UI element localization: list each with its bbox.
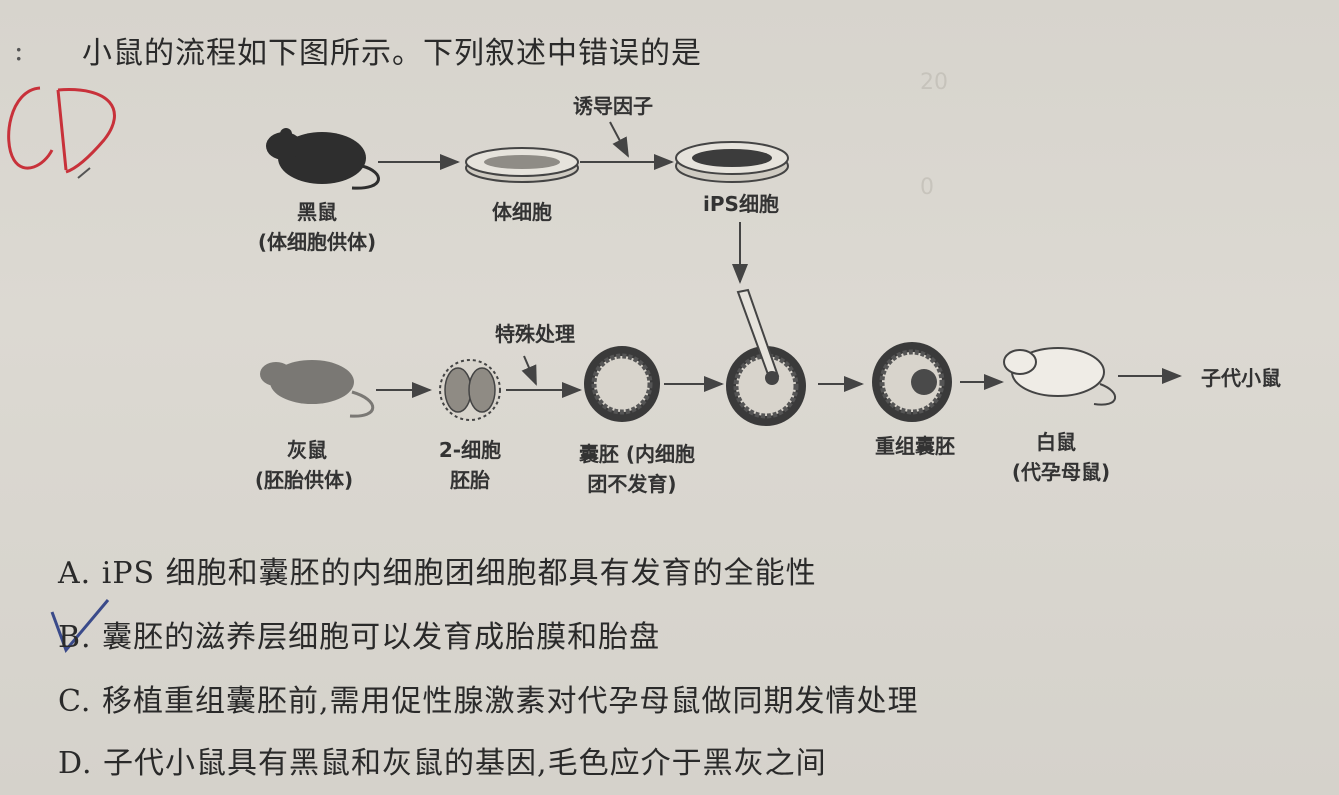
arrow (521, 355, 537, 386)
label-two-cell: 2-细胞 (438, 438, 502, 462)
label-somatic-cell: 体细胞 (492, 200, 552, 224)
label-ips-cell: iPS细胞 (703, 192, 779, 216)
question-stem: 小鼠的流程如下图所示。下列叙述中错误的是 (82, 36, 702, 71)
petri-dish-icon (675, 141, 789, 183)
gray-mouse-icon (260, 360, 375, 418)
option-b: B. 囊胚的滋养层细胞可以发育成胎膜和胎盘 (58, 620, 661, 655)
label-gray-mouse: 灰鼠 (287, 438, 327, 462)
label-embryo: 胚胎 (450, 468, 490, 492)
option-d: D. 子代小鼠具有黑鼠和灰鼠的基因,毛色应介于黑灰之间 (58, 746, 827, 781)
check-mark-icon (50, 599, 110, 653)
handwritten-answer-icon (7, 86, 116, 179)
label-blastocyst-note: 团不发育) (587, 472, 677, 496)
option-a: A. iPS 细胞和囊胚的内细胞团细胞都具有发育的全能性 (58, 556, 817, 591)
option-c: C. 移植重组囊胚前,需用促性腺激素对代孕母鼠做同期发情处理 (58, 684, 919, 719)
label-special-treatment: 特殊处理 (495, 322, 575, 346)
bleed-through: 0 (920, 175, 934, 200)
petri-dish-icon (465, 147, 579, 183)
label-white-mouse: 白鼠 (1036, 430, 1076, 454)
bleed-through: 20 (920, 70, 948, 95)
label-blastocyst: 囊胚 (内细胞 (578, 442, 696, 466)
two-cell-embryo-icon (439, 359, 501, 421)
black-mouse-icon (266, 128, 380, 190)
label-recombined-blastocyst: 重组囊胚 (875, 434, 955, 458)
label-white-mouse-role: (代孕母鼠) (1011, 460, 1111, 484)
margin-mark: : (14, 34, 24, 67)
label-gray-mouse-role: (胚胎供体) (254, 468, 354, 492)
label-offspring: 子代小鼠 (1201, 366, 1281, 390)
blastocyst-icon (584, 346, 660, 422)
white-mouse-icon (1003, 347, 1117, 406)
label-inducer: 诱导因子 (573, 94, 653, 118)
label-black-mouse: 黑鼠 (297, 200, 337, 224)
recombined-blastocyst-icon (872, 342, 952, 422)
injection-blastocyst-icon (726, 288, 806, 426)
label-black-mouse-role: (体细胞供体) (257, 230, 377, 254)
arrow (609, 121, 629, 158)
